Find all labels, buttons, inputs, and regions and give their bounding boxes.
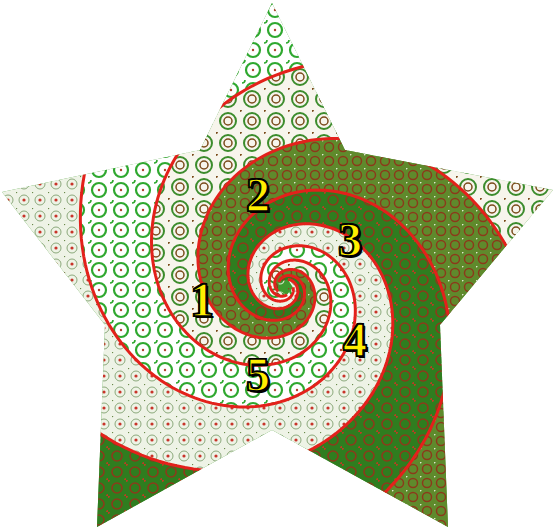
spiral-curve	[152, 59, 555, 365]
callout-number: 4	[343, 316, 367, 364]
spiral-curve	[0, 34, 393, 471]
callout-number: 3	[338, 216, 362, 264]
spiral-curve	[0, 190, 450, 529]
spiral-curve	[80, 0, 438, 407]
callout-number: 1	[190, 276, 214, 324]
spiral-region	[0, 59, 555, 529]
callout-number: 5	[246, 351, 270, 399]
spiral-curve	[198, 138, 538, 529]
callout-number: 2	[246, 171, 270, 219]
